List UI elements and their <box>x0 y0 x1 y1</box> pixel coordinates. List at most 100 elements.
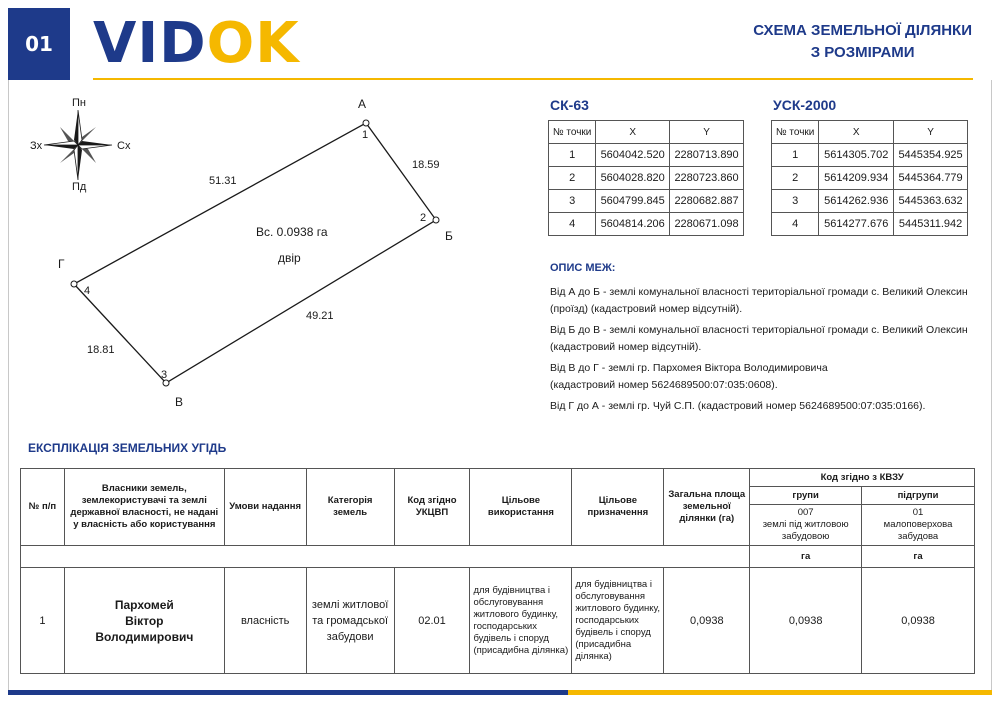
side-length-v-g: 18.81 <box>87 344 115 356</box>
table-cell: 4 <box>547 212 597 236</box>
owner-name: Віктор <box>125 613 164 628</box>
side-length-b-v: 49.21 <box>306 310 334 322</box>
logo-part1: VID <box>93 11 207 76</box>
table-cell: 5614262.936 <box>818 189 895 213</box>
page-number-badge: 01 <box>8 8 70 80</box>
side-length-a-b: 18.59 <box>412 159 440 171</box>
header-total-area: Загальна площа земельної ділянки (га) <box>663 468 751 546</box>
header-subgroups: підгрупи <box>861 486 975 505</box>
header-kvzu: Код згідно з КВЗУ <box>749 468 975 487</box>
owner-surname: Пархомей <box>114 597 174 612</box>
row-ukcvp: 02.01 <box>393 567 471 674</box>
table-cell: 5604799.845 <box>595 189 671 213</box>
row-owner: Пархомей Віктор Володимирович <box>63 567 225 674</box>
usk2000-title: УСК-2000 <box>773 97 837 113</box>
table-cell: 5614277.676 <box>818 212 895 236</box>
group-code: 007 <box>797 507 814 518</box>
row-use-purpose: для будівництва і обслуговування житлово… <box>469 567 573 674</box>
document-title-line1: СХЕМА ЗЕМЕЛЬНОЇ ДІЛЯНКИ <box>753 22 972 39</box>
boundary-text: (проїзд) (кадастровий номер відсутній). <box>550 303 743 315</box>
corner-letter-a: А <box>358 97 366 111</box>
header-divider <box>93 78 973 80</box>
subgroup-code-cell: 01 малоповерхова забудова <box>861 504 975 546</box>
table-cell: 2280723.860 <box>669 166 744 190</box>
boundary-text: Від А до Б - землі комунальної власності… <box>550 286 968 298</box>
corner-marker-v <box>162 379 170 387</box>
sk63-header-y: Y <box>669 120 744 144</box>
compass-north-label: Пн <box>72 97 86 109</box>
plot-land-use-label: двір <box>278 251 301 265</box>
table-cell: 5614209.934 <box>818 166 895 190</box>
table-units-row: га га <box>19 545 975 568</box>
subgroup-code: 01 <box>912 507 924 518</box>
header-owners: Власники земель, землекористувачі та зем… <box>63 468 225 546</box>
corner-letter-b: Б <box>445 229 453 243</box>
group-description: землі під житловою забудовою <box>762 519 849 542</box>
boundary-item-a-b: Від А до Б - землі комунальної власності… <box>550 284 980 318</box>
corner-marker-g <box>70 280 78 288</box>
page-number: 01 <box>25 32 53 56</box>
table-cell: 4 <box>770 212 820 236</box>
boundary-text: (кадастровий номер відсутній). <box>550 341 702 353</box>
boundary-text: (кадастровий номер 5624689500:07:035:060… <box>550 379 778 391</box>
compass-south-label: Пд <box>72 181 87 193</box>
right-border <box>991 80 992 690</box>
footer-blue-bar <box>8 690 568 695</box>
boundary-item-b-v: Від Б до В - землі комунальної власності… <box>550 322 980 356</box>
table-cell: 1 <box>770 143 820 167</box>
side-length-g-a: 51.31 <box>209 175 237 187</box>
table-cell: 3 <box>770 189 820 213</box>
row-group-area: 0,0938 <box>749 567 863 674</box>
corner-num-4: 4 <box>84 285 90 297</box>
corner-num-3: 3 <box>161 369 167 381</box>
row-category: землі житлової та громадської забудови <box>305 567 395 674</box>
table-header-row: № точки X Y <box>547 120 744 144</box>
usk2000-header-y: Y <box>893 120 968 144</box>
corner-num-2: 2 <box>420 212 426 224</box>
document-title: СХЕМА ЗЕМЕЛЬНОЇ ДІЛЯНКИ З РОЗМІРАМИ <box>753 20 972 64</box>
table-header-row: № п/п Власники земель, землекористувачі … <box>20 468 975 546</box>
boundary-item-v-g: Від В до Г - землі гр. Пархомея Віктора … <box>550 360 980 394</box>
plot-area-label: Вс. 0.0938 га <box>256 225 328 239</box>
header-designation: Цільове призначення <box>571 468 665 546</box>
table-cell: 1 <box>547 143 597 167</box>
row-total-area: 0,0938 <box>663 567 751 674</box>
boundaries-title: ОПИС МЕЖ: <box>550 262 616 274</box>
explication-title: ЕКСПЛІКАЦІЯ ЗЕМЕЛЬНИХ УГІДЬ <box>28 441 227 455</box>
document-title-line2: З РОЗМІРАМИ <box>810 44 915 61</box>
corner-letter-g: Г <box>58 257 65 271</box>
header-conditions: Умови надання <box>223 468 307 546</box>
corner-num-1: 1 <box>362 129 368 141</box>
footer-yellow-bar <box>568 690 992 695</box>
group-unit: га <box>749 545 863 568</box>
units-spacer <box>19 545 751 568</box>
corner-letter-v: В <box>175 395 183 409</box>
table-cell: 2280671.098 <box>669 212 744 236</box>
table-cell: 5445364.779 <box>893 166 968 190</box>
table-cell: 2 <box>770 166 820 190</box>
subgroup-unit: га <box>861 545 975 568</box>
table-header-row: № точки X Y <box>770 120 968 144</box>
sk63-header-point: № точки <box>547 120 597 144</box>
table-cell: 5614305.702 <box>818 143 895 167</box>
table-header-row: групи підгрупи <box>21 486 975 505</box>
usk2000-header-point: № точки <box>770 120 820 144</box>
corner-marker-b <box>432 216 440 224</box>
row-conditions: власність <box>223 567 307 674</box>
sk63-title: СК-63 <box>550 97 589 113</box>
table-cell: 3 <box>547 189 597 213</box>
sk63-header-x: X <box>595 120 671 144</box>
table-row: 1 Пархомей Віктор Володимирович власніст… <box>20 567 975 674</box>
logo-part2: OK <box>206 11 300 76</box>
table-cell: 5445363.632 <box>893 189 968 213</box>
table-cell: 5445311.942 <box>893 212 968 236</box>
